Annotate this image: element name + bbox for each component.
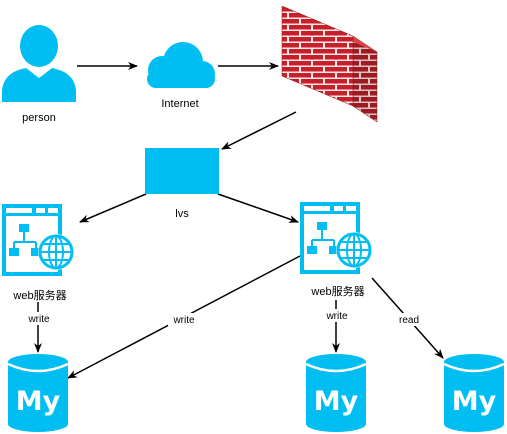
edge-label-write-cross: write [172, 315, 195, 326]
mysql-glyph: My [16, 386, 61, 417]
web-server-right-label: web服务器 [310, 285, 364, 298]
mysql-database-icon: My [443, 354, 505, 432]
cloud-icon [147, 42, 215, 88]
edges: write write write read [24, 62, 444, 379]
load-balancer-box [145, 148, 219, 194]
lvs-node: lvs [145, 148, 219, 220]
edge-label-write-left: write [27, 314, 50, 325]
db-mid-node: My [305, 354, 367, 432]
firewall-icon [281, 5, 378, 123]
edge-lvs-web-left [79, 193, 147, 223]
web-server-icon [2, 204, 74, 276]
internet-node: Internet [147, 42, 215, 110]
internet-label: Internet [161, 98, 198, 110]
edge-lvs-web-right [217, 193, 299, 223]
lvs-label: lvs [175, 208, 189, 220]
person-icon [2, 25, 76, 102]
edge-label-write-right: write [325, 311, 348, 322]
edge-label-read: read [399, 315, 419, 326]
edge-firewall-lvs [221, 111, 297, 150]
db-right-node: My [443, 354, 505, 432]
firewall-node [281, 5, 378, 123]
mysql-database-icon: My [305, 354, 367, 432]
mysql-database-icon: My [7, 354, 69, 432]
person-label: person [22, 112, 56, 124]
web-server-icon [300, 202, 372, 274]
mysql-glyph: My [452, 386, 497, 417]
web-server-left-label: web服务器 [12, 289, 66, 302]
mysql-glyph: My [314, 386, 359, 417]
web-server-left-node [2, 204, 74, 276]
person-node: person [2, 25, 76, 124]
db-left-node: My [7, 354, 69, 432]
web-server-right-node [300, 202, 372, 274]
